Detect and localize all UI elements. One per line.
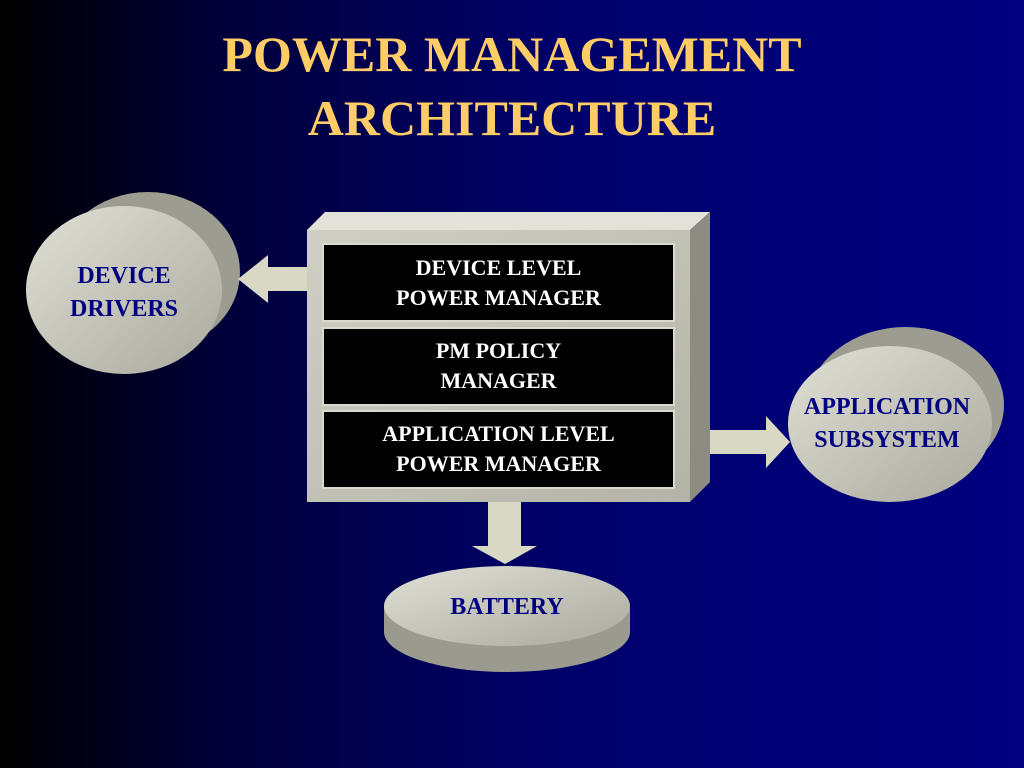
- device-drivers-line-2: DRIVERS: [69, 296, 179, 322]
- stack-layer-3-box: [322, 410, 675, 489]
- layer-3-line-2: POWER MANAGER: [396, 451, 601, 476]
- arrow-to-application-subsystem: [710, 416, 790, 468]
- title-line-2: ARCHITECTURE: [307, 90, 717, 146]
- application-subsystem-label: APPLICATION SUBSYSTEM: [782, 391, 992, 457]
- application-subsystem-line-1: APPLICATION: [803, 394, 971, 420]
- arrow-to-device-drivers: [238, 255, 307, 303]
- battery-node: [384, 566, 630, 672]
- layer-2-line-1: PM POLICY: [435, 338, 562, 363]
- stack-layer-2-label: PM POLICY MANAGER: [323, 336, 674, 396]
- device-drivers-node: [26, 192, 240, 374]
- device-drivers-label: DEVICE DRIVERS: [44, 260, 204, 326]
- arrow-to-battery: [472, 502, 537, 564]
- stack-layer-1-label: DEVICE LEVEL POWER MANAGER: [323, 253, 674, 313]
- slide-title: POWER MANAGEMENT ARCHITECTURE: [0, 22, 1024, 150]
- device-drivers-line-1: DEVICE: [77, 263, 171, 289]
- battery-label: BATTERY: [407, 591, 607, 624]
- stack-side-bevel: [690, 212, 710, 502]
- title-line-1: POWER MANAGEMENT: [222, 26, 802, 82]
- battery-cylinder-top: [384, 566, 630, 646]
- power-manager-stack: [307, 212, 710, 502]
- stack-layer-1-box: [322, 243, 675, 322]
- battery-line-1: BATTERY: [450, 594, 564, 620]
- stack-top-bevel: [307, 212, 710, 230]
- application-subsystem-line-2: SUBSYSTEM: [814, 427, 960, 453]
- application-subsystem-node: [788, 327, 1004, 502]
- stack-layer-2-box: [322, 327, 675, 406]
- layer-2-line-2: MANAGER: [440, 368, 557, 393]
- layer-1-line-1: DEVICE LEVEL: [415, 255, 582, 280]
- device-drivers-disk-face: [26, 206, 222, 374]
- stack-layer-3-label: APPLICATION LEVEL POWER MANAGER: [323, 419, 674, 479]
- layer-1-line-2: POWER MANAGER: [396, 285, 601, 310]
- layer-3-line-1: APPLICATION LEVEL: [382, 421, 615, 446]
- application-subsystem-disk-face: [788, 346, 992, 502]
